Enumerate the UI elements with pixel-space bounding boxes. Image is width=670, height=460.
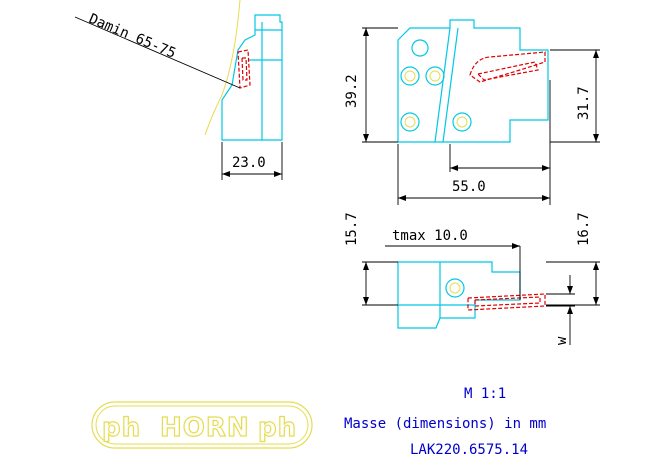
side-cutter-inner — [241, 57, 248, 81]
tmax-arrow — [512, 243, 520, 249]
w-arrows — [567, 286, 573, 314]
top-body-outline — [397, 261, 521, 329]
front-view: 39.2 31.7 55.0 — [344, 19, 600, 205]
tmax-label: tmax 10.0 — [392, 228, 468, 244]
front-cutter-blade — [469, 51, 546, 83]
units-text: Masse (dimensions) in mm — [344, 416, 546, 432]
front-cutter-inner — [476, 61, 539, 81]
dim-23-label: 23.0 — [232, 155, 266, 171]
damin-leader — [74, 16, 241, 89]
dim-15-label: 15.7 — [344, 212, 360, 246]
front-body-slant — [434, 27, 451, 143]
logo-right-mark: ph — [258, 413, 297, 443]
top-cutter — [467, 293, 546, 311]
part-number-text: LAK220.6575.14 — [410, 442, 528, 458]
dim-39-label: 39.2 — [344, 74, 360, 108]
dim-31-label: 31.7 — [576, 86, 592, 120]
dim-16-label: 16.7 — [576, 212, 592, 246]
front-screws — [400, 66, 472, 132]
front-body-outline — [397, 19, 549, 143]
front-hole-top — [411, 39, 429, 57]
w-label: w — [554, 336, 570, 345]
dim-55-label: 55.0 — [452, 179, 486, 195]
info-block: M 1:1 Masse (dimensions) in mm LAK220.65… — [344, 386, 546, 458]
top-cutter-inner — [474, 296, 541, 307]
scale-text: M 1:1 — [464, 386, 506, 402]
top-screw — [445, 278, 465, 298]
logo-inner-border — [95, 405, 309, 445]
damin-label: Damin 65-75 — [86, 11, 178, 62]
logo-outer-border — [91, 401, 313, 449]
top-view: 15.7 16.7 tmax 10.0 w — [344, 212, 600, 345]
side-body-outline — [221, 14, 283, 141]
side-view: Damin 65-75 23.0 — [74, 0, 283, 180]
horn-logo: ph HORN ph — [91, 401, 313, 449]
logo-text: HORN — [160, 413, 250, 443]
side-cutter-insert — [237, 49, 251, 89]
logo-left-mark: ph — [102, 413, 141, 443]
front-body-slant-2 — [442, 27, 459, 143]
workpiece-arc — [204, 0, 241, 136]
top-screw-inner — [449, 282, 461, 294]
